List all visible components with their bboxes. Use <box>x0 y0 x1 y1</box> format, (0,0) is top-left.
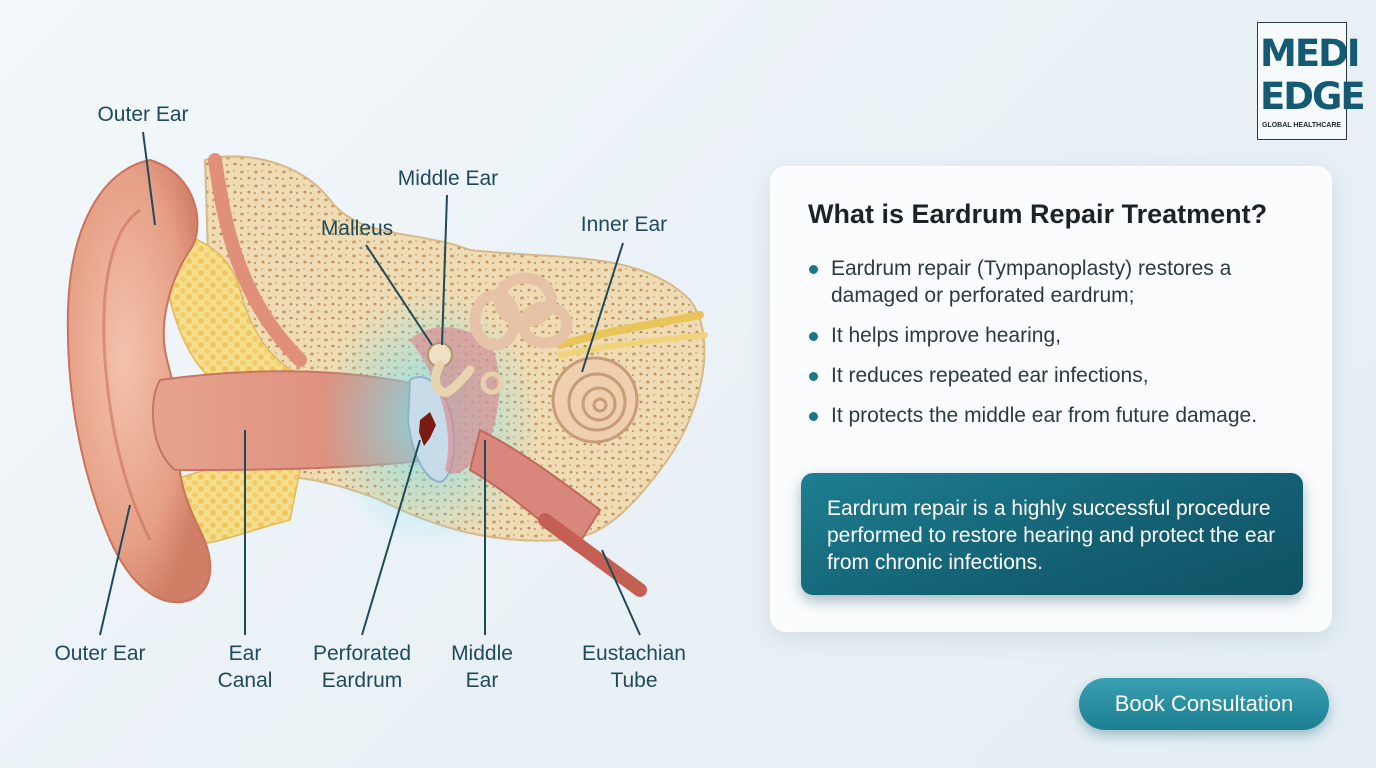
info-card: What is Eardrum Repair Treatment? Eardru… <box>770 166 1332 632</box>
bullet-dot-icon <box>809 265 818 274</box>
label-perforated-line1: Perforated <box>312 642 412 665</box>
label-ear-canal-line2: Canal <box>217 669 273 692</box>
info-bullet-list: Eardrum repair (Tympanoplasty) restores … <box>807 255 1317 442</box>
label-middle-ear-top: Middle Ear <box>397 167 499 190</box>
eustachian-tube <box>468 428 602 552</box>
label-ear-canal: Ear Canal <box>205 640 285 694</box>
label-eustachian-line1: Eustachian <box>582 642 686 665</box>
perforation <box>419 412 436 446</box>
bullet-text: It protects the middle ear from future d… <box>831 404 1258 427</box>
label-middle-ear-line1: Middle <box>451 642 513 665</box>
mediedge-logo: MEDI EDGE GLOBAL HEALTHCARE <box>1257 22 1366 140</box>
info-callout: Eardrum repair is a highly successful pr… <box>801 473 1303 595</box>
bullet-item: Eardrum repair (Tympanoplasty) restores … <box>807 255 1317 309</box>
skin-layer <box>208 153 307 367</box>
pinna <box>66 158 212 604</box>
label-inner-ear: Inner Ear <box>580 213 668 236</box>
label-ear-canal-line1: Ear <box>228 642 262 665</box>
label-outer-ear-bottom: Outer Ear <box>54 642 146 665</box>
incus-bone <box>431 360 475 397</box>
bullet-dot-icon <box>809 332 818 341</box>
logo-tagline: GLOBAL HEALTHCARE <box>1262 122 1342 129</box>
label-outer-ear-top: Outer Ear <box>97 103 189 126</box>
bullet-item: It reduces repeated ear infections, <box>807 362 1317 389</box>
bullet-text: It helps improve hearing, <box>831 324 1061 347</box>
nerve-fiber <box>557 332 708 358</box>
bullet-text: Eardrum repair (Tympanoplasty) restores … <box>831 257 1232 307</box>
auditory-nerve <box>556 311 704 349</box>
label-perforated-line2: Eardrum <box>321 669 403 692</box>
pinna-inner-fold <box>102 208 152 541</box>
leader-lines <box>99 131 641 636</box>
semicircular-canals <box>469 272 573 351</box>
bullet-dot-icon <box>809 412 818 421</box>
label-middle-ear-line2: Ear <box>465 669 499 692</box>
logo-line2: EDGE <box>1260 75 1366 118</box>
logo-line1: MEDI <box>1260 32 1361 75</box>
label-eustachian-tube: Eustachian Tube <box>568 640 700 694</box>
ear-anatomy-diagram <box>66 131 708 636</box>
bullet-item: It protects the middle ear from future d… <box>807 402 1317 429</box>
bullet-item: It helps improve hearing, <box>807 322 1317 349</box>
cartilage-upper <box>164 233 303 391</box>
info-title: What is Eardrum Repair Treatment? <box>808 199 1268 229</box>
book-consultation-button[interactable]: Book Consultation <box>1079 678 1329 730</box>
stapes-bone <box>480 371 504 395</box>
label-malleus: Malleus <box>320 217 394 240</box>
bullet-dot-icon <box>809 372 818 381</box>
bullet-text: It reduces repeated ear infections, <box>831 364 1149 387</box>
label-middle-ear-bottom: Middle Ear <box>440 640 524 694</box>
eustachian-tube-wall <box>538 513 647 597</box>
label-perforated-eardrum: Perforated Eardrum <box>300 640 424 694</box>
cochlea <box>551 356 639 444</box>
label-eustachian-line2: Tube <box>610 669 658 692</box>
